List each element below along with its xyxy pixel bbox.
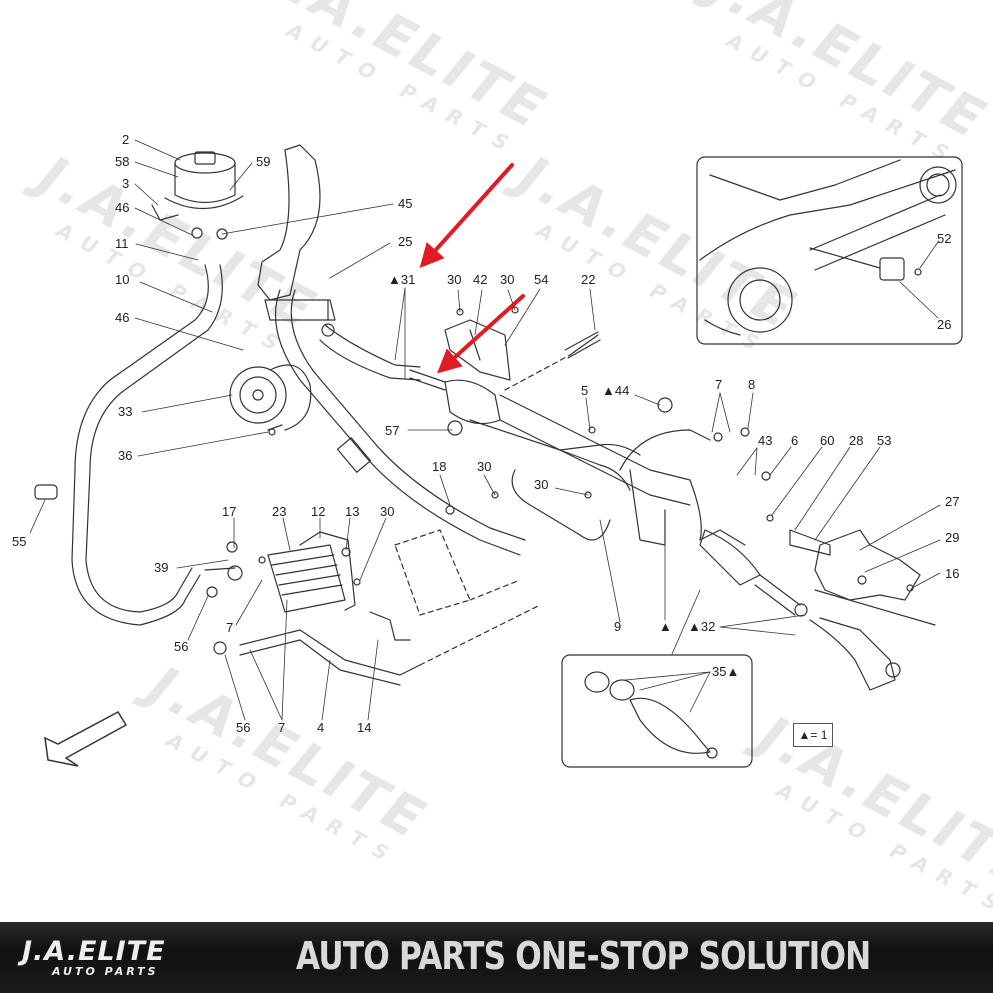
- callout-30: 30: [380, 504, 395, 519]
- callout-45: 45: [398, 196, 413, 211]
- callout-54: 54: [534, 272, 549, 287]
- pump: [229, 364, 312, 431]
- callout-23: 23: [272, 504, 287, 519]
- callout-5: 5: [581, 383, 589, 398]
- callout-52: 52: [937, 231, 952, 246]
- legend-box: ▲= 1: [793, 723, 833, 747]
- callout-57: 57: [385, 423, 400, 438]
- callout-53: 53: [877, 433, 892, 448]
- heat-shield: [789, 529, 936, 626]
- callout-46: 46: [115, 200, 130, 215]
- brand-logo: J.A.ELITE AUTO PARTS: [22, 936, 202, 980]
- callout-6: 6: [791, 433, 799, 448]
- callout-35: 35▲: [712, 664, 740, 679]
- hose-loop: [71, 264, 223, 626]
- pressure-hose: [274, 289, 526, 556]
- steering-system-exploded-view: [29, 139, 963, 768]
- callout-32: ▲32: [688, 619, 716, 634]
- leader-lines: [29, 139, 941, 721]
- boot-kit-inset: [561, 654, 753, 768]
- callout-39: 39: [154, 560, 169, 575]
- callout-17: 17: [222, 504, 237, 519]
- callout-59: 59: [256, 154, 271, 169]
- callout-42: 42: [473, 272, 488, 287]
- dashed-bracket-outline: [394, 354, 571, 666]
- logo-sub-text: AUTO PARTS: [52, 965, 159, 978]
- red-arrow-lower: [437, 294, 525, 374]
- return-line: [319, 299, 421, 381]
- direction-arrow: [44, 711, 128, 767]
- callout-7: 7: [278, 720, 286, 735]
- callout-36: 36: [118, 448, 133, 463]
- callout-55: 55: [12, 534, 27, 549]
- highlight-arrows: [419, 163, 525, 374]
- callout-43: 43: [758, 433, 773, 448]
- callout-9: 9: [614, 619, 622, 634]
- oil-cooler: [204, 531, 356, 613]
- callout-30: 30: [477, 459, 492, 474]
- callout-58: 58: [115, 154, 130, 169]
- callout-triangle: ▲: [659, 619, 672, 634]
- lower-pipes: [239, 611, 421, 686]
- clamp: [34, 484, 58, 500]
- callout-28: 28: [849, 433, 864, 448]
- callout-13: 13: [345, 504, 360, 519]
- logo-main-text: J.A.ELITE: [22, 936, 166, 967]
- callout-2: 2: [122, 132, 130, 147]
- callout-22: 22: [581, 272, 596, 287]
- callout-4: 4: [317, 720, 325, 735]
- callout-3: 3: [122, 176, 130, 191]
- callout-16: 16: [945, 566, 960, 581]
- callout-10: 10: [115, 272, 130, 287]
- bracket: [257, 144, 336, 321]
- red-arrow-upper: [419, 163, 514, 268]
- callout-46: 46: [115, 310, 130, 325]
- callout-12: 12: [311, 504, 326, 519]
- footer-banner: J.A.ELITE AUTO PARTS AUTO PARTS ONE-STOP…: [0, 922, 993, 993]
- callout-27: 27: [945, 494, 960, 509]
- rack-lines: [469, 419, 711, 541]
- callout-7: 7: [715, 377, 723, 392]
- callout-30: 30: [447, 272, 462, 287]
- callout-44: ▲44: [602, 383, 630, 398]
- callout-25: 25: [398, 234, 413, 249]
- callout-60: 60: [820, 433, 835, 448]
- callout-56: 56: [174, 639, 189, 654]
- callout-8: 8: [748, 377, 756, 392]
- callout-26: 26: [937, 317, 952, 332]
- steering-rack: [409, 369, 901, 691]
- slogan: AUTO PARTS ONE-STOP SOLUTION: [296, 934, 871, 978]
- callout-29: 29: [945, 530, 960, 545]
- vehicle-inset: [696, 156, 963, 345]
- callout-30: 30: [534, 477, 549, 492]
- callout-7: 7: [226, 620, 234, 635]
- callout-11: 11: [115, 236, 129, 251]
- callout-56: 56: [236, 720, 251, 735]
- reservoir: [151, 151, 244, 240]
- callout-30: 30: [500, 272, 515, 287]
- callout-18: 18: [432, 459, 447, 474]
- callout-33: 33: [118, 404, 133, 419]
- callout-14: 14: [357, 720, 372, 735]
- fasteners: [206, 268, 922, 655]
- callout-31: ▲31: [388, 272, 416, 287]
